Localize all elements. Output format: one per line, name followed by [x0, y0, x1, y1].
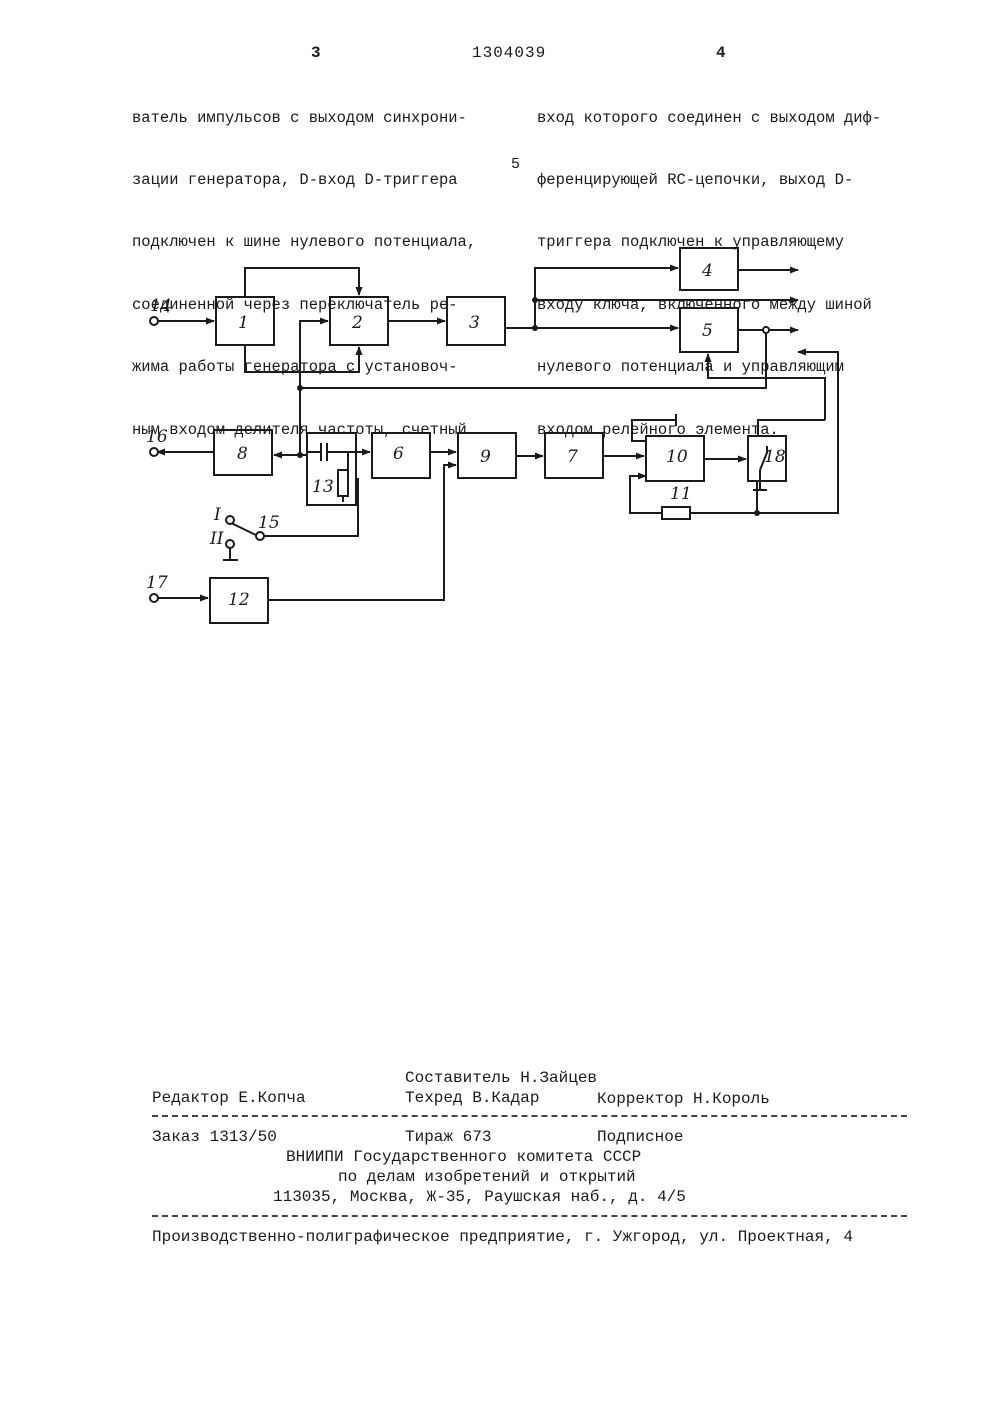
junction-dot [297, 385, 303, 391]
label-block-6: 6 [393, 444, 404, 464]
junction-5 [763, 327, 769, 333]
junction-dot [532, 297, 538, 303]
label-switch-position-I: I [213, 505, 221, 525]
label-resistor-11: 11 [670, 484, 692, 504]
label-block-7: 7 [567, 447, 578, 467]
junction-dot [532, 325, 538, 331]
terminal-15 [256, 532, 264, 540]
junction-dot [754, 510, 760, 516]
label-block-10: 10 [666, 447, 688, 467]
order: Заказ 1313/50 [152, 1128, 277, 1146]
switch-contact-II [226, 540, 234, 548]
divider [152, 1215, 907, 1217]
label-terminal-16: 16 [146, 427, 168, 447]
junction-dot [297, 452, 303, 458]
label-block-12: 12 [228, 590, 250, 610]
techred: Техред В.Кадар [405, 1089, 539, 1107]
label-block-5: 5 [702, 321, 713, 341]
terminal-17 [150, 594, 158, 602]
terminal-14 [150, 317, 158, 325]
subscription: Подписное [597, 1128, 683, 1146]
label-terminal-17: 17 [146, 573, 168, 593]
compiler: Составитель Н.Зайцев [405, 1069, 597, 1087]
terminal-16 [150, 448, 158, 456]
divider [152, 1115, 907, 1117]
label-block-3: 3 [469, 313, 480, 333]
org-line-2: по делам изобретений и открытий [338, 1168, 636, 1186]
corrector: Корректор Н.Король [597, 1090, 770, 1108]
label-terminal-15: 15 [258, 513, 280, 533]
label-switch-position-II: II [209, 529, 224, 549]
label-block-8: 8 [237, 444, 248, 464]
label-block-2: 2 [351, 313, 363, 333]
label-block-9: 9 [480, 447, 491, 467]
org-line-1: ВНИИПИ Государственного комитета СССР [286, 1148, 641, 1166]
label-terminal-14: 14 [150, 296, 172, 316]
switch-contact-I [226, 516, 234, 524]
label-block-1: 1 [238, 313, 249, 333]
label-rc-13: 13 [312, 477, 334, 497]
label-switch-18: 18 [764, 447, 786, 467]
address: 113035, Москва, Ж-35, Раушская наб., д. … [273, 1188, 686, 1206]
circulation: Тираж 673 [405, 1128, 491, 1146]
printer: Производственно-полиграфическое предприя… [152, 1228, 853, 1246]
editor: Редактор Е.Копча [152, 1089, 306, 1107]
label-block-4: 4 [701, 261, 713, 281]
